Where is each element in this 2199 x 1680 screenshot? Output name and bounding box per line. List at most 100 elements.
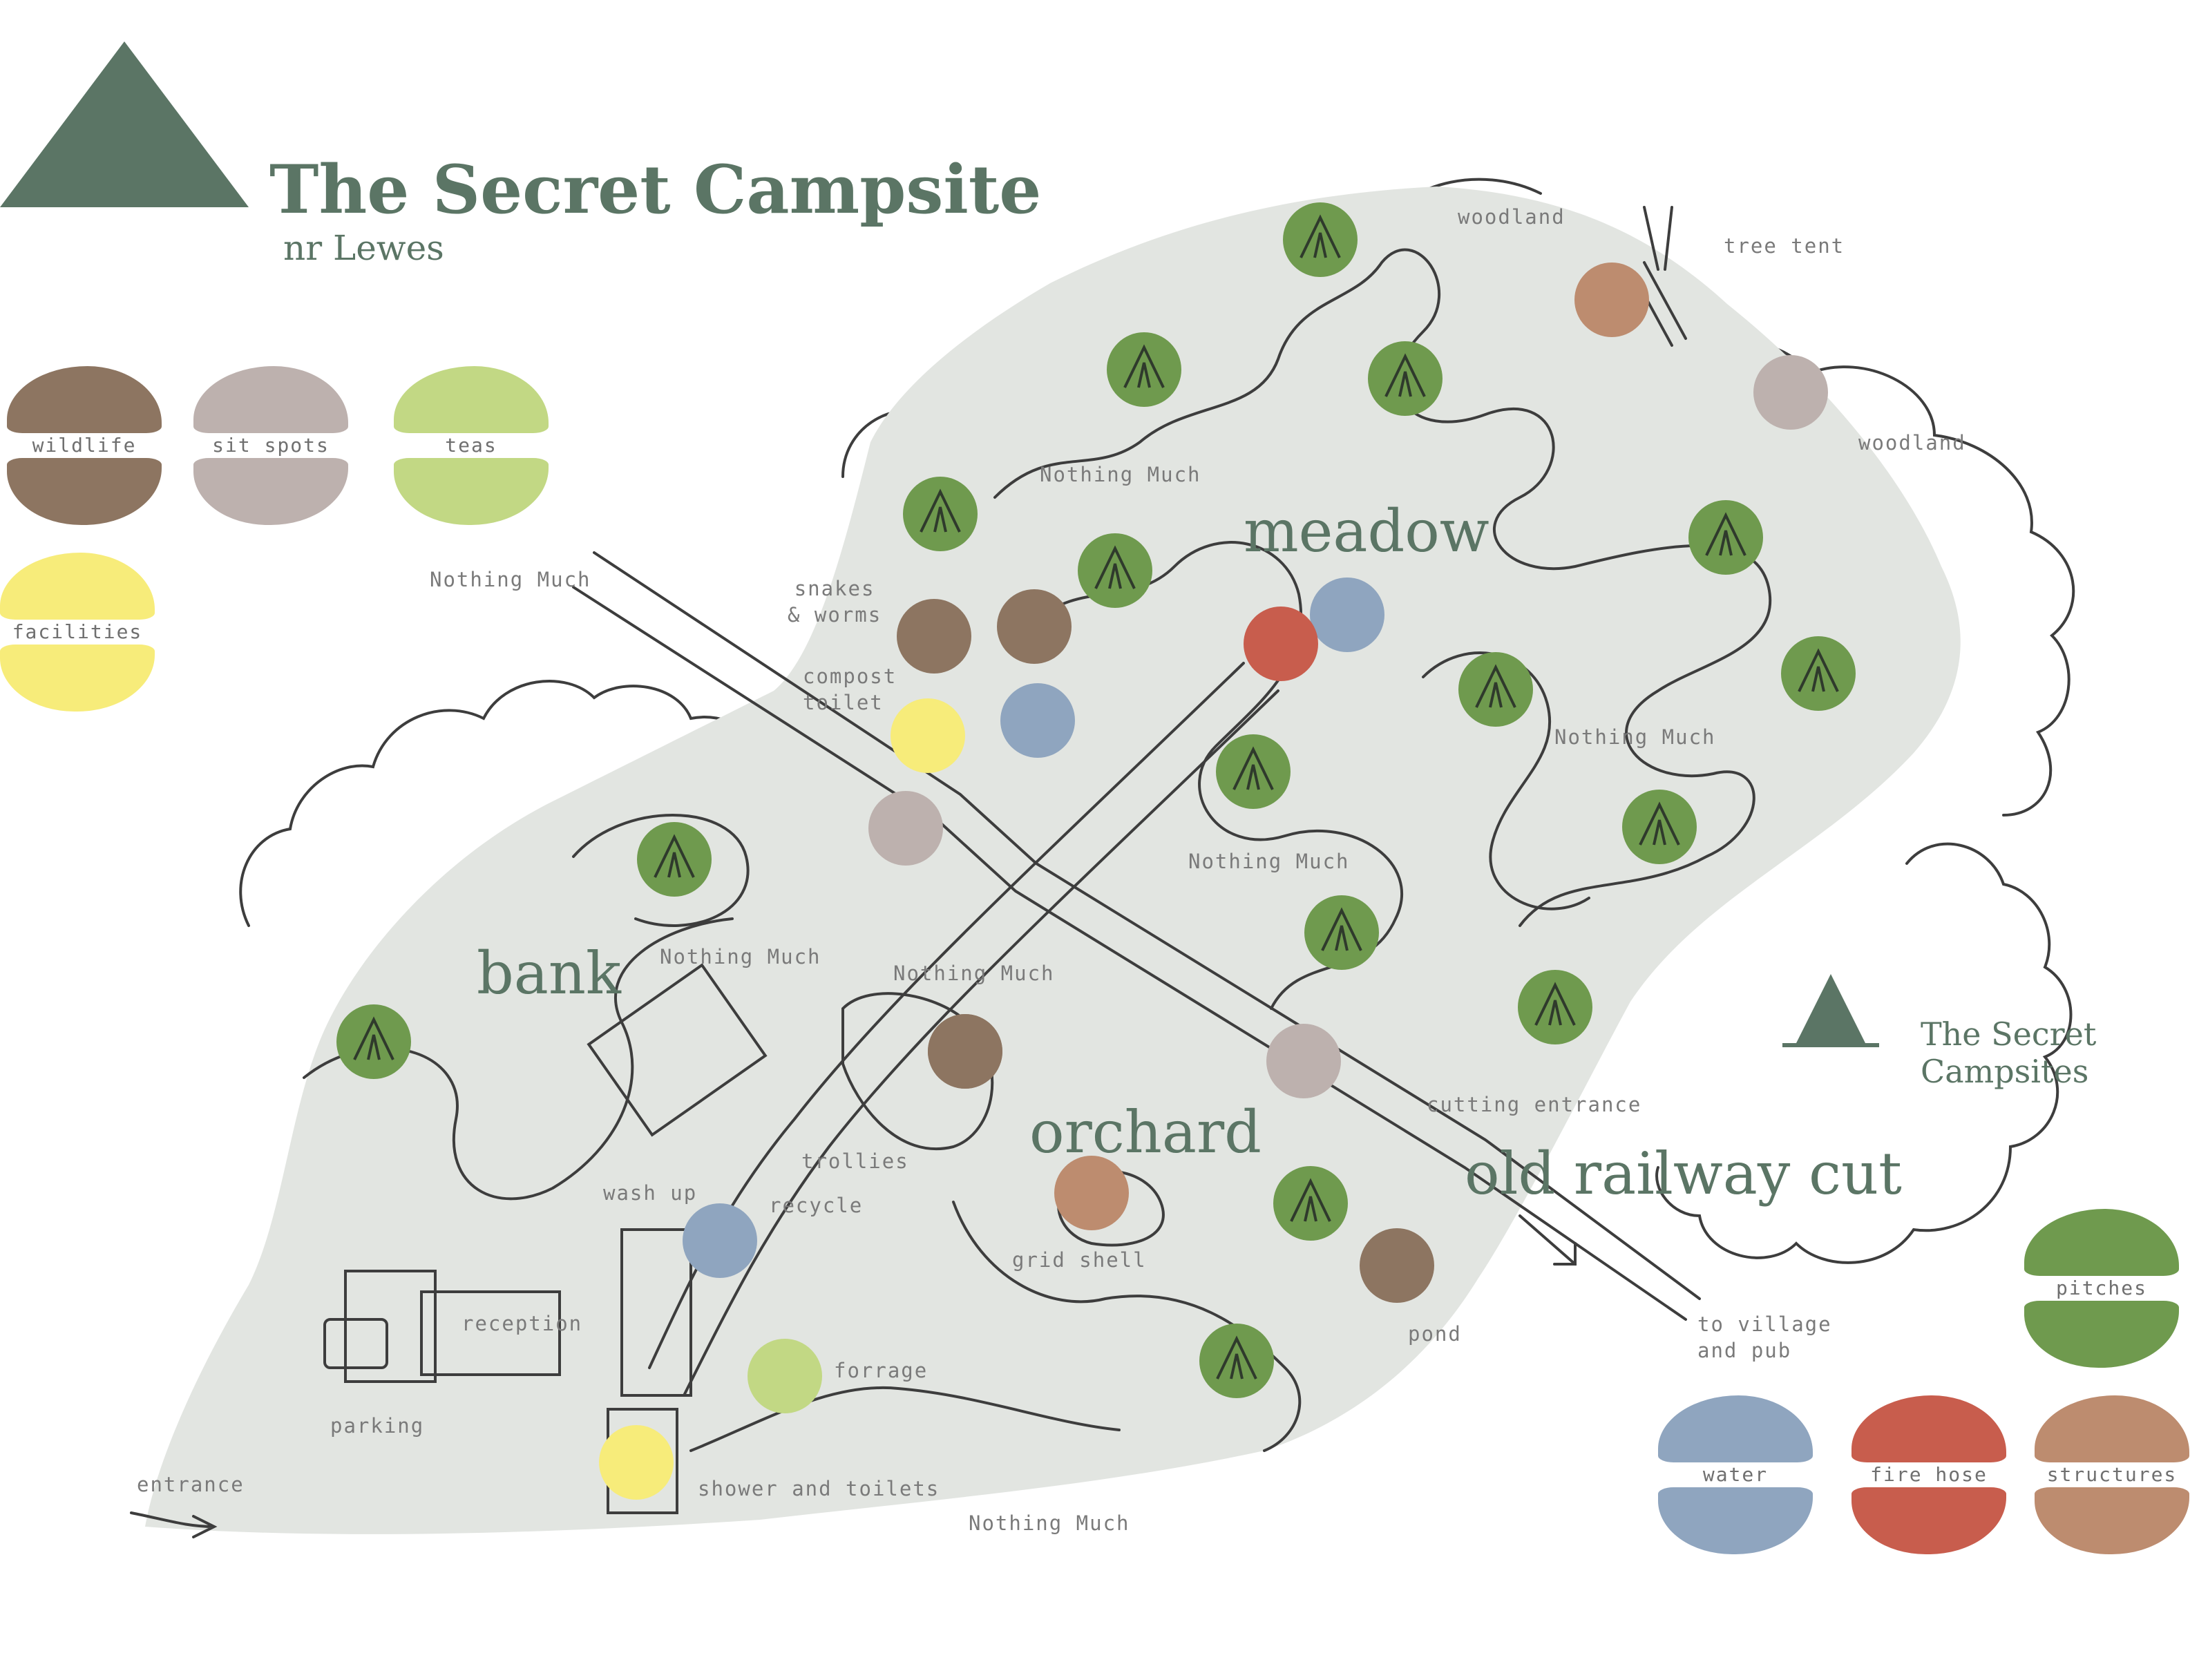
legend-wildlife-label: wildlife	[32, 434, 137, 457]
tent-icon	[1475, 664, 1516, 708]
orchard-path	[841, 992, 994, 1151]
legend-fire-hose: fire hose	[1851, 1395, 2006, 1554]
legend-pitches-label: pitches	[2055, 1277, 2147, 1300]
tent-icon	[1300, 214, 1341, 258]
tree-trunk	[1643, 206, 1673, 271]
tent-icon	[1232, 746, 1274, 790]
label-woodland-top: woodland	[1458, 205, 1565, 229]
label-forrage: forrage	[834, 1359, 929, 1382]
meadow-path	[993, 248, 1772, 927]
tent-icon	[654, 834, 695, 878]
area-old-railway-cut: old railway cut	[1465, 1140, 1902, 1208]
label-entrance: entrance	[137, 1473, 245, 1496]
label-nothing-much-5: Nothing Much	[660, 945, 821, 968]
site-title: The Secret Campsite	[269, 151, 1042, 229]
entrance-arrow	[130, 1511, 218, 1538]
label-nothing-much-6: Nothing Much	[893, 962, 1055, 985]
label-tree-tent: tree tent	[1724, 234, 1845, 258]
pitches-marker	[336, 1004, 411, 1079]
legend-pitches: pitches	[2024, 1209, 2179, 1368]
woodland-outline-left	[239, 680, 768, 927]
car-icon	[323, 1318, 388, 1369]
area-meadow: meadow	[1244, 497, 1489, 565]
pitches-marker	[1622, 790, 1697, 864]
pitches-marker	[1273, 1166, 1348, 1241]
wildlife-marker	[897, 599, 971, 674]
pitches-marker	[1781, 636, 1856, 711]
legend-fire-hose-label: fire hose	[1870, 1463, 1988, 1487]
water-marker	[1000, 683, 1075, 758]
meadow-path-2	[1035, 541, 1403, 1010]
teas-marker	[748, 1339, 822, 1413]
label-reception: reception	[461, 1312, 583, 1335]
label-parking: parking	[330, 1414, 425, 1438]
sit-spots-marker	[868, 791, 943, 866]
facilities-marker	[891, 698, 965, 773]
pitches-marker	[1518, 970, 1592, 1044]
label-grid-shell: grid shell	[1012, 1248, 1147, 1272]
wildlife-marker	[928, 1014, 1002, 1089]
small-site-title: The Secret Campsites	[1921, 1015, 2097, 1090]
tent-icon	[1639, 801, 1680, 846]
railway-line-upper	[572, 586, 1687, 1321]
water-marker	[1310, 578, 1384, 652]
lower-path-2	[689, 1386, 1121, 1452]
facilities-marker	[599, 1425, 674, 1500]
structures-marker	[1054, 1156, 1129, 1230]
fire-hose-marker	[1244, 607, 1318, 681]
sit-spots-marker	[1753, 355, 1828, 430]
tent-icon	[1705, 512, 1746, 556]
area-bank: bank	[477, 939, 621, 1007]
tent-icon	[1321, 907, 1362, 951]
tent-icon	[1384, 353, 1426, 397]
wash-building	[620, 1228, 692, 1397]
pitches-marker	[637, 822, 712, 897]
label-snakes-worms: snakes & worms	[788, 577, 882, 627]
tent-icon	[1123, 344, 1165, 388]
bank-hut	[587, 963, 768, 1137]
pitches-marker	[1368, 341, 1443, 416]
label-wash-up: wash up	[603, 1181, 698, 1205]
label-nothing-much-3: Nothing Much	[1554, 725, 1716, 749]
main-track-right	[683, 689, 1279, 1397]
bank-path-2	[572, 814, 750, 927]
legend-water: water	[1658, 1395, 1813, 1554]
legend-teas: teas	[394, 366, 549, 525]
label-shower-toilets: shower and toilets	[698, 1477, 940, 1500]
sit-spots-marker	[1266, 1024, 1341, 1098]
tent-icon	[353, 1016, 394, 1060]
structures-marker	[1574, 262, 1649, 337]
pitches-marker	[903, 477, 978, 551]
pitches-marker	[1216, 734, 1291, 809]
water-marker	[683, 1203, 757, 1278]
wildlife-marker	[997, 589, 1072, 664]
tent-logo	[0, 41, 249, 207]
small-tent-logo	[1782, 974, 1879, 1047]
tent-icon	[1798, 648, 1839, 692]
tent-icon	[1216, 1335, 1257, 1380]
pitches-marker	[1688, 500, 1763, 575]
label-nothing-much-7: Nothing Much	[969, 1511, 1130, 1535]
pitches-marker	[1078, 533, 1152, 608]
tent-icon	[920, 488, 961, 533]
label-pond: pond	[1408, 1322, 1462, 1346]
legend-wildlife: wildlife	[7, 366, 162, 525]
tent-icon	[1534, 982, 1576, 1026]
pitches-marker	[1458, 652, 1533, 727]
village-arrow	[1519, 1214, 1577, 1266]
legend-teas-label: teas	[445, 434, 497, 457]
site-subtitle: nr Lewes	[283, 228, 444, 268]
wildlife-marker	[1360, 1228, 1434, 1303]
label-compost-toilet: compost toilet	[803, 665, 897, 714]
area-orchard: orchard	[1029, 1098, 1262, 1166]
pitches-marker	[1304, 895, 1379, 970]
woodland-outline-lower-right	[1655, 842, 2073, 1264]
pitches-marker	[1107, 332, 1181, 407]
legend-sit-spots-label: sit spots	[212, 434, 330, 457]
store-building	[344, 1270, 437, 1383]
label-trollies: trollies	[801, 1149, 909, 1173]
reception-building	[420, 1290, 561, 1376]
tent-icon	[1290, 1178, 1331, 1222]
